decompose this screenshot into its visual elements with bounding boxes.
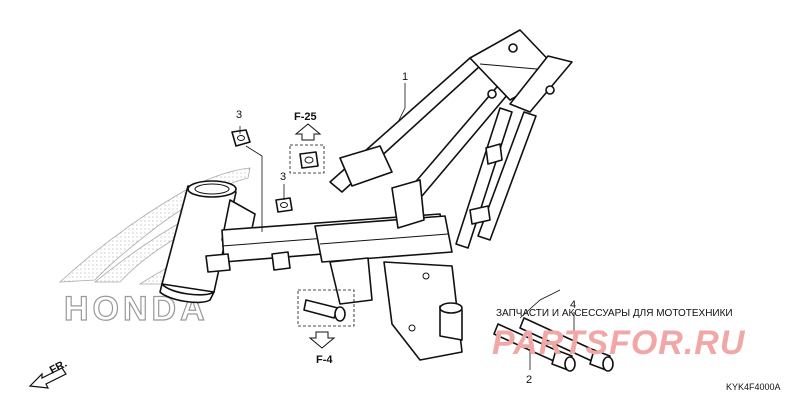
nut-lower-drawing	[275, 197, 293, 213]
front-arrow-icon	[28, 367, 67, 389]
diagram-code: KYK4F4000A	[726, 382, 781, 392]
callout-bolt-long: 2	[526, 374, 532, 386]
callout-nut-lower: 3	[280, 171, 286, 183]
arrow-down-icon	[308, 331, 336, 349]
frame-body-drawing	[159, 29, 573, 361]
ref-label-up: F-25	[294, 111, 317, 123]
ref-part-f25	[289, 144, 325, 174]
bolt-long-drawing	[493, 323, 576, 372]
shop-banner: ЗАПЧАСТИ И АКСЕССУАРЫ ДЛЯ МОТОТЕХНИКИ	[496, 308, 733, 319]
front-direction-indicator: FR.	[28, 358, 69, 389]
nut-upper-drawing	[231, 129, 251, 147]
ref-label-down: F-4	[316, 354, 333, 366]
bolt-short-drawing	[519, 317, 614, 372]
callout-bolt-short: 4	[570, 299, 576, 311]
callout-frame-body: 1	[402, 71, 408, 83]
arrow-up-icon	[294, 123, 322, 141]
ref-part-f4	[297, 289, 355, 327]
watermark: PARTSFOR.RU	[492, 324, 746, 362]
callout-nut-upper: 3	[236, 109, 242, 121]
